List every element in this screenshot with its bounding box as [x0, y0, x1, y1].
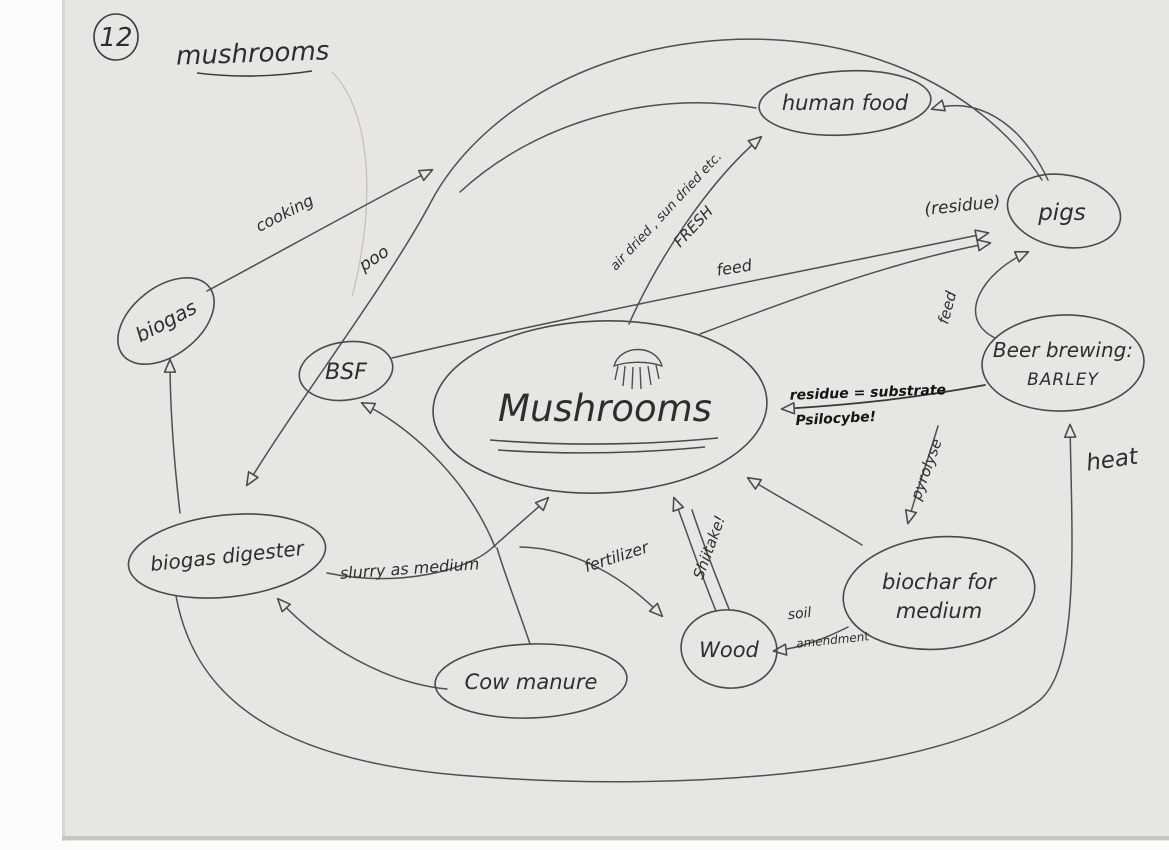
- node-human-food: human food: [758, 69, 932, 137]
- edge-wood-shiitake-mushrooms: [672, 496, 717, 612]
- edge-cowmanure-digester: [276, 597, 448, 690]
- node-pigs: pigs: [1006, 173, 1122, 249]
- paper-left-edge: [62, 0, 65, 841]
- mushroom-icon: [612, 348, 664, 390]
- edge-bsf-feed-pigs: [391, 229, 990, 359]
- node-label-human-food: human food: [782, 91, 909, 115]
- edge-biogas-cooking: [206, 168, 434, 292]
- node-bsf: BSF: [298, 340, 394, 402]
- edge-mushrooms-humanfood: [628, 135, 763, 325]
- edge-barley-feed-pigs: [974, 250, 1030, 339]
- edge-mushrooms-residue-pigs: [699, 239, 992, 335]
- node-label-biochar-line2: medium: [896, 599, 982, 623]
- node-biochar: biochar for medium: [842, 535, 1036, 651]
- mushrooms-underline-1: [489, 437, 719, 445]
- edge-wood-shiitake-second-stroke: [691, 509, 730, 610]
- edge-fertilizer-wood: [519, 546, 664, 618]
- node-wood: Wood: [680, 609, 778, 689]
- mushrooms-underline-2: [497, 446, 706, 454]
- node-label-beer-brewing-line1: Beer brewing:: [993, 338, 1133, 362]
- node-label-bsf: BSF: [325, 360, 367, 385]
- edges: [163, 38, 1077, 783]
- edge-label-soil: soil: [787, 605, 812, 623]
- edge-cowmanure-junction: [496, 547, 531, 645]
- node-label-beer-brewing-line2: BARLEY: [1027, 370, 1099, 390]
- node-label-biochar-line1: biochar for: [882, 570, 997, 594]
- edge-biochar-soil-wood: [772, 626, 849, 656]
- node-label-pigs: pigs: [1037, 200, 1086, 226]
- edge-label-psilocybe: Psilocybe!: [795, 409, 876, 429]
- node-label-mushrooms: Mushrooms: [498, 387, 712, 430]
- edge-label-residue-substrate: residue = substrate: [789, 382, 946, 403]
- node-label-wood: Wood: [699, 638, 759, 662]
- edge-pigs-poo-digester: [245, 38, 1043, 487]
- node-beer-brewing: Beer brewing: BARLEY: [981, 314, 1145, 412]
- node-mushrooms: Mushrooms: [432, 320, 768, 494]
- edge-biochar-mushrooms: [746, 476, 863, 546]
- edge-barley-substrate-mushrooms: [780, 384, 986, 415]
- title-underline: [196, 70, 313, 77]
- edge-pyrolyse-biochar: [904, 425, 939, 525]
- page-title: mushrooms: [176, 36, 330, 71]
- node-label-cow-manure: Cow manure: [465, 670, 598, 694]
- edge-digester-biogas: [163, 358, 181, 514]
- paper-bottom-edge: [62, 836, 1169, 840]
- paper: [62, 0, 1169, 841]
- page-number: 12: [99, 23, 132, 53]
- title-connector-stroke: [331, 71, 368, 298]
- nodes: human food pigs Beer brewing: BARLEY bio…: [117, 69, 1145, 719]
- edge-slurry-mushrooms: [326, 496, 550, 580]
- edge-pigs-humanfood: [930, 99, 1049, 181]
- node-cow-manure: Cow manure: [434, 643, 628, 719]
- edge-cooking-humanfood: [459, 101, 757, 193]
- page-title-group: mushrooms: [176, 36, 368, 298]
- edge-heat-loop-barley: [175, 423, 1077, 783]
- page-number-badge: 12: [93, 13, 139, 61]
- edge-slurry-bsf: [360, 401, 496, 548]
